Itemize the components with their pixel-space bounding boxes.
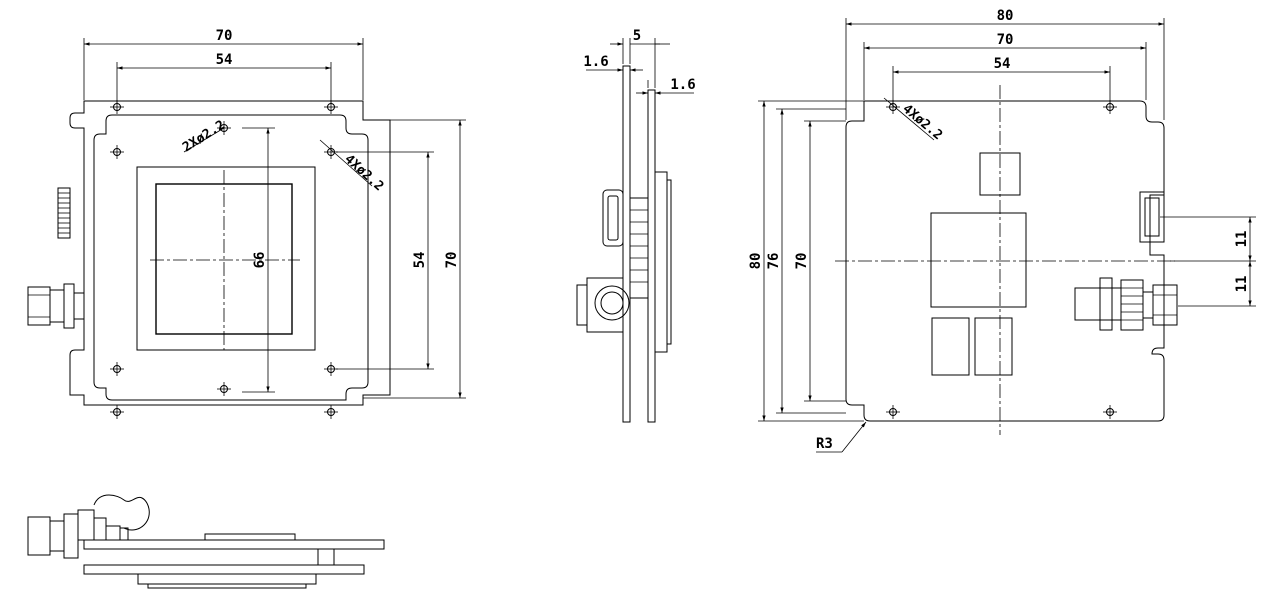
side-board-back: [622, 65, 631, 423]
side-dim-1-6-left: 1.6: [583, 54, 608, 70]
side-header: [629, 197, 649, 299]
front-sensor-housing: [136, 166, 316, 351]
back-note-4x: 4Xø2.2: [899, 102, 945, 144]
back-dim-width-80: 80: [997, 8, 1014, 24]
side-sensor-housing: [654, 171, 668, 353]
bottom-sensor-housing: [137, 573, 317, 585]
front-note-2x: 2Xø2.2: [180, 118, 228, 156]
side-round-connector: [594, 285, 630, 321]
side-round-connector-body: [576, 284, 588, 326]
back-dim-11-lower: 11: [1234, 276, 1250, 293]
bottom-board-top: [83, 539, 385, 550]
back-dim-height-80: 80: [748, 253, 764, 270]
bottom-board-bottom: [83, 564, 365, 575]
back-view: 80 70 54 80 76 70 11 11 4Xø2.2: [748, 8, 1256, 453]
front-view: 70 54 66 54 70 2Xø2.2 4Xø2.2: [27, 28, 466, 419]
front-dim-height-54: 54: [412, 252, 428, 269]
back-chip-main: [930, 212, 1027, 308]
back-mounting-holes: [886, 100, 1117, 419]
front-note-4x: 4Xø2.2: [341, 152, 386, 195]
front-back-board-outline: [69, 100, 391, 406]
side-dim-1-6-right: 1.6: [670, 77, 695, 93]
back-dim-height-76: 76: [766, 253, 782, 270]
back-dim-width-54: 54: [994, 56, 1011, 72]
bottom-view: [27, 494, 385, 589]
front-dim-width-54: 54: [216, 52, 233, 68]
front-dim-width-70: 70: [216, 28, 233, 44]
front-dim-height-70: 70: [444, 252, 460, 269]
side-dim-5: 5: [633, 28, 641, 44]
back-chip-mem-1: [931, 317, 970, 376]
back-round-connector: [1074, 277, 1178, 331]
back-dim-height-70: 70: [794, 253, 810, 270]
front-front-board-outline: [93, 114, 369, 401]
front-mounting-holes: [110, 100, 338, 419]
back-note-r3: R3: [816, 436, 833, 452]
bottom-chip: [204, 533, 296, 541]
back-dim-width-70: 70: [997, 32, 1014, 48]
side-view: 5 1.6 1.6: [576, 28, 696, 423]
side-board-front: [647, 89, 656, 423]
front-dim-66: 66: [252, 252, 268, 269]
front-round-connector: [27, 283, 85, 329]
back-dim-11-upper: 11: [1234, 231, 1250, 248]
bottom-cable: [93, 494, 150, 531]
back-board-outline: [845, 100, 1165, 422]
back-chip-mem-2: [974, 317, 1013, 376]
bottom-standoff: [317, 548, 335, 566]
side-usb-connector: [602, 189, 624, 247]
bottom-round-connector: [27, 516, 51, 556]
